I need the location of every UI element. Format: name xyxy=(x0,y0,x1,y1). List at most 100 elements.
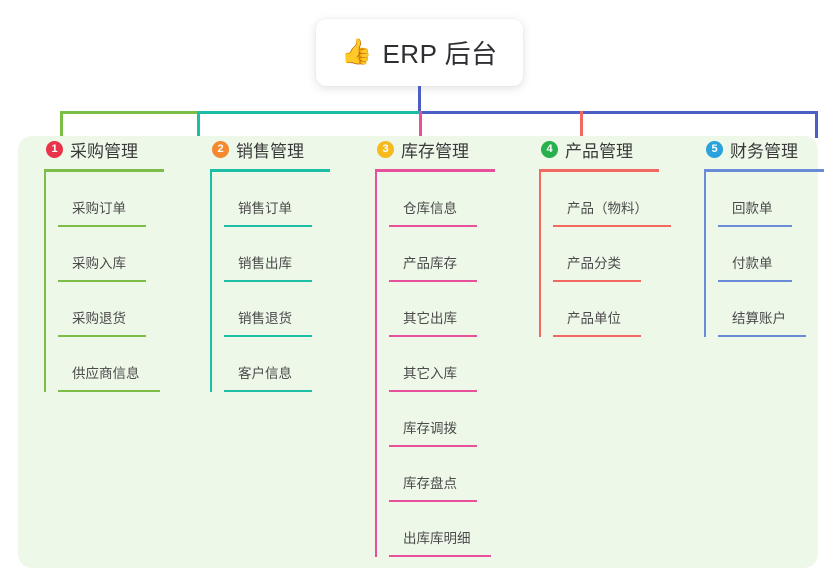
leaf-item-label: 其它入库 xyxy=(403,366,457,381)
leaf-item[interactable]: 采购入库 xyxy=(58,227,164,282)
branch-header-3[interactable]: 3 库存管理 xyxy=(375,136,495,162)
branch-column-2: 2 销售管理销售订单销售出库销售退货客户信息 xyxy=(210,136,330,392)
leaf-item[interactable]: 付款单 xyxy=(718,227,824,282)
branch-column-3: 3 库存管理仓库信息产品库存其它出库其它入库库存调拨库存盘点出库库明细 xyxy=(375,136,495,557)
leaf-item-label: 销售退货 xyxy=(238,311,292,326)
leaf-item-underline xyxy=(718,225,792,227)
branch-underline xyxy=(210,169,330,172)
bus-segment-3 xyxy=(419,111,818,114)
leaf-item-underline xyxy=(224,390,312,392)
leaf-item-underline xyxy=(389,445,477,447)
branch-title: 财务管理 xyxy=(730,141,798,161)
branch-header-2[interactable]: 2 销售管理 xyxy=(210,136,330,162)
branch-title: 库存管理 xyxy=(401,141,469,161)
bus-segment-1 xyxy=(60,111,197,114)
leaf-item[interactable]: 回款单 xyxy=(718,172,824,227)
leaf-item-underline xyxy=(553,225,671,227)
leaf-item-label: 采购入库 xyxy=(72,256,126,271)
leaf-item[interactable]: 仓库信息 xyxy=(389,172,495,227)
leaf-item-underline xyxy=(58,225,146,227)
branch-column-5: 5 财务管理回款单付款单结算账户 xyxy=(704,136,824,337)
branch-underline xyxy=(375,169,495,172)
leaf-item-underline xyxy=(553,335,641,337)
leaf-item-underline xyxy=(718,335,806,337)
leaf-item-underline xyxy=(389,555,491,557)
branch-number-badge: 1 xyxy=(46,140,63,158)
leaf-item-label: 采购订单 xyxy=(72,201,126,216)
root-title-text: ERP 后台 xyxy=(382,39,498,69)
leaf-item-label: 客户信息 xyxy=(238,366,292,381)
branch-spine-line xyxy=(210,172,212,392)
branch-header-4[interactable]: 4 产品管理 xyxy=(539,136,659,162)
leaf-item-label: 产品分类 xyxy=(567,256,621,271)
root-title-inner: 👍 ERP 后台 xyxy=(341,34,497,71)
leaf-item-label: 库存盘点 xyxy=(403,476,457,491)
leaf-item-underline xyxy=(389,280,477,282)
root-stem-line xyxy=(418,86,421,113)
branch-item-list: 仓库信息产品库存其它出库其它入库库存调拨库存盘点出库库明细 xyxy=(375,172,495,557)
branch-column-1: 1 采购管理采购订单采购入库采购退货供应商信息 xyxy=(44,136,164,392)
leaf-item[interactable]: 其它出库 xyxy=(389,282,495,337)
leaf-item[interactable]: 库存盘点 xyxy=(389,447,495,502)
branch-item-list: 采购订单采购入库采购退货供应商信息 xyxy=(44,172,164,392)
leaf-item-label: 库存调拨 xyxy=(403,421,457,436)
leaf-item-underline xyxy=(58,280,146,282)
leaf-item[interactable]: 供应商信息 xyxy=(58,337,164,392)
branch-leg-5 xyxy=(815,111,818,138)
branch-title: 产品管理 xyxy=(565,141,633,161)
branch-spine-line xyxy=(375,172,377,557)
leaf-item[interactable]: 出库库明细 xyxy=(389,502,495,557)
branch-header-1[interactable]: 1 采购管理 xyxy=(44,136,164,162)
leaf-item-label: 付款单 xyxy=(732,256,773,271)
leaf-item-label: 销售订单 xyxy=(238,201,292,216)
leaf-item-label: 产品库存 xyxy=(403,256,457,271)
leaf-item-label: 其它出库 xyxy=(403,311,457,326)
leaf-item-underline xyxy=(58,390,160,392)
branch-number-badge: 5 xyxy=(706,140,723,158)
branch-header-5[interactable]: 5 财务管理 xyxy=(704,136,824,162)
branch-title: 采购管理 xyxy=(70,141,138,161)
leaf-item-underline xyxy=(389,390,477,392)
leaf-item[interactable]: 产品分类 xyxy=(553,227,659,282)
leaf-item-label: 回款单 xyxy=(732,201,773,216)
leaf-item[interactable]: 其它入库 xyxy=(389,337,495,392)
branch-spine-line xyxy=(44,172,46,392)
leaf-item[interactable]: 库存调拨 xyxy=(389,392,495,447)
leaf-item-label: 供应商信息 xyxy=(72,366,140,381)
leaf-item-label: 产品单位 xyxy=(567,311,621,326)
branch-number-badge: 4 xyxy=(541,140,558,158)
branch-leg-4 xyxy=(580,111,583,138)
thumbs-up-icon: 👍 xyxy=(341,38,373,66)
leaf-item-underline xyxy=(389,335,477,337)
branch-leg-2 xyxy=(197,111,200,138)
leaf-item-underline xyxy=(224,335,312,337)
leaf-item[interactable]: 销售退货 xyxy=(224,282,330,337)
leaf-item[interactable]: 销售出库 xyxy=(224,227,330,282)
leaf-item[interactable]: 客户信息 xyxy=(224,337,330,392)
branch-underline xyxy=(704,169,824,172)
branch-item-list: 回款单付款单结算账户 xyxy=(704,172,824,337)
leaf-item-underline xyxy=(553,280,641,282)
leaf-item-label: 结算账户 xyxy=(732,311,786,326)
leaf-item[interactable]: 采购订单 xyxy=(58,172,164,227)
root-title-card[interactable]: 👍 ERP 后台 xyxy=(316,19,523,86)
leaf-item-underline xyxy=(224,280,312,282)
leaf-item-label: 销售出库 xyxy=(238,256,292,271)
leaf-item[interactable]: 结算账户 xyxy=(718,282,824,337)
diagram-panel: 1 采购管理采购订单采购入库采购退货供应商信息 2 销售管理销售订单销售出库销售退货客… xyxy=(18,136,824,568)
branch-number-badge: 2 xyxy=(212,140,229,158)
branch-item-list: 销售订单销售出库销售退货客户信息 xyxy=(210,172,330,392)
leaf-item[interactable]: 产品（物料） xyxy=(553,172,671,227)
branch-spine-line xyxy=(539,172,541,337)
leaf-item[interactable]: 采购退货 xyxy=(58,282,164,337)
leaf-item[interactable]: 产品单位 xyxy=(553,282,659,337)
leaf-item[interactable]: 销售订单 xyxy=(224,172,330,227)
branch-leg-1 xyxy=(60,111,63,138)
branch-title: 销售管理 xyxy=(236,141,304,161)
bus-segment-2 xyxy=(197,111,419,114)
branch-item-list: 产品（物料） 产品分类产品单位 xyxy=(539,172,671,337)
branch-number-badge: 3 xyxy=(377,140,394,158)
leaf-item[interactable]: 产品库存 xyxy=(389,227,495,282)
branch-spine-line xyxy=(704,172,706,337)
branch-leg-3 xyxy=(419,111,422,138)
